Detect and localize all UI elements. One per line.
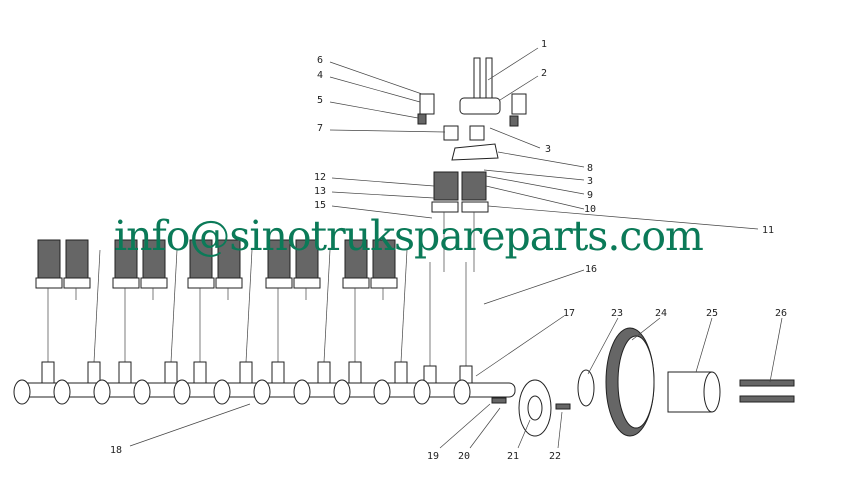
rocker-assembly (417, 57, 527, 161)
valve-assembly (265, 239, 293, 300)
valve-assembly (215, 239, 243, 300)
cam-lobe (13, 379, 31, 405)
callout-23: 23 (611, 308, 623, 319)
callout-8: 8 (587, 163, 593, 174)
cam-lobe (373, 379, 391, 405)
valve-assembly (293, 239, 321, 300)
callout-21: 21 (507, 451, 519, 462)
push-rod (459, 262, 473, 387)
callout-7: 7 (317, 123, 323, 134)
callout-1: 1 (541, 39, 547, 50)
callout-4: 4 (317, 70, 323, 81)
watermark: info@sinotrukspareparts.com (114, 212, 704, 260)
callout-3b: 3 (587, 176, 593, 187)
callout-2: 2 (541, 68, 547, 79)
leader-lines (129, 47, 783, 449)
cam-lobe (93, 379, 111, 405)
callout-19: 19 (427, 451, 439, 462)
callout-20: 20 (458, 451, 470, 462)
callout-12: 12 (314, 172, 326, 183)
cam-lobe (453, 379, 471, 405)
callout-6: 6 (317, 55, 323, 66)
valve-assembly (342, 239, 370, 300)
push-rod (423, 262, 437, 387)
valve-springs (431, 171, 489, 272)
push-rod (193, 249, 253, 385)
cam-lobe (293, 379, 311, 405)
push-rod (271, 249, 331, 385)
valve-assembly (63, 239, 91, 300)
valve-row (35, 239, 473, 387)
cam-lobe (133, 379, 151, 405)
valve-assembly (112, 239, 140, 300)
callout-16: 16 (585, 264, 597, 275)
push-rod (348, 249, 408, 385)
cam-lobe (53, 379, 71, 405)
valve-assembly (370, 239, 398, 300)
callout-18: 18 (110, 445, 122, 456)
callout-25: 25 (706, 308, 718, 319)
callout-3a: 3 (545, 144, 551, 155)
callout-15: 15 (314, 200, 326, 211)
push-rod (41, 249, 101, 385)
callout-26: 26 (775, 308, 787, 319)
valve-assembly (187, 239, 215, 300)
callout-17: 17 (563, 308, 575, 319)
valve-assembly (140, 239, 168, 300)
callout-22: 22 (549, 451, 561, 462)
callout-11: 11 (762, 225, 774, 236)
callout-9: 9 (587, 190, 593, 201)
cam-lobe (173, 379, 191, 405)
cam-lobe (333, 379, 351, 405)
callout-24: 24 (655, 308, 667, 319)
cam-lobe (413, 379, 431, 405)
callout-5: 5 (317, 95, 323, 106)
camshaft (13, 379, 516, 405)
callout-labels: 1 2 6 4 5 7 3 8 3 9 10 12 13 15 11 16 17… (110, 39, 787, 462)
valve-assembly (35, 239, 63, 300)
timing-gears (491, 327, 795, 437)
callout-13: 13 (314, 186, 326, 197)
callout-10: 10 (584, 204, 596, 215)
cam-lobe (253, 379, 271, 405)
cam-lobe (213, 379, 231, 405)
